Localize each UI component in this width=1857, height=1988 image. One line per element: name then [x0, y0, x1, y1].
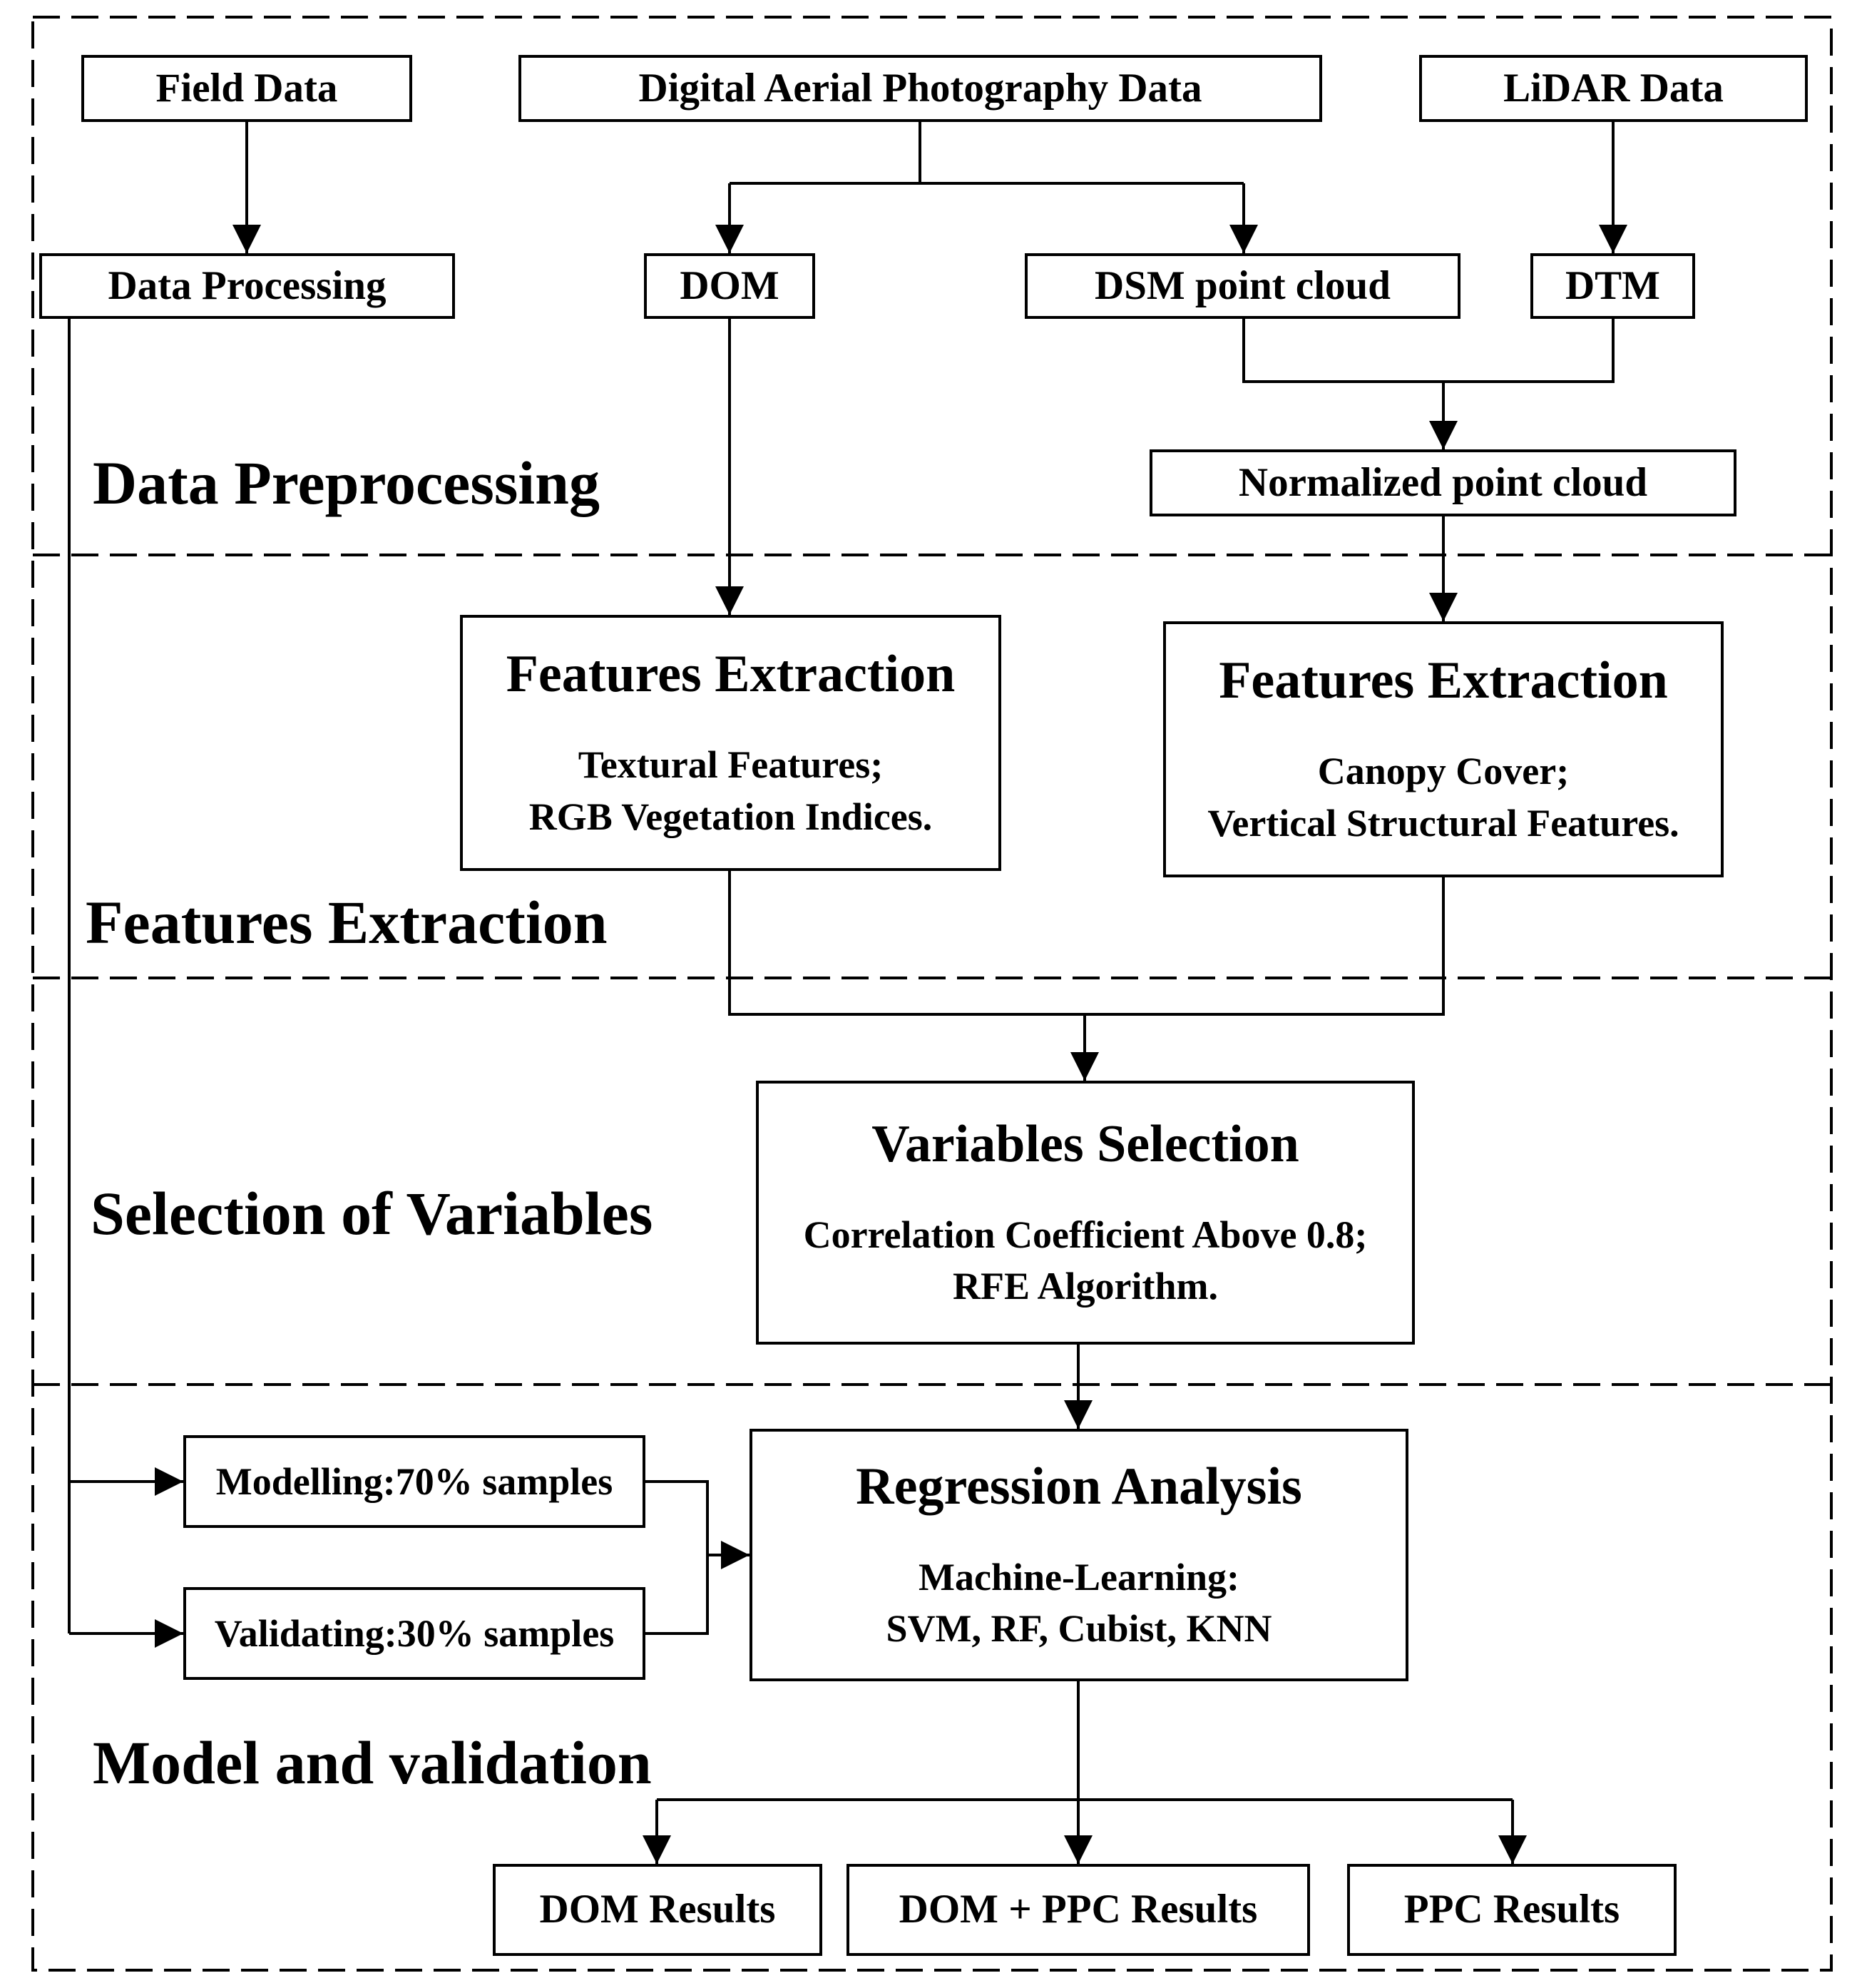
- features-extraction-dom-box: Features Extraction Textural Features; R…: [460, 615, 1001, 871]
- data-processing-label: Data Processing: [108, 262, 387, 308]
- connector-dsm-dtm-merge: [1242, 319, 1615, 383]
- dsm-box: DSM point cloud: [1025, 253, 1460, 319]
- section-label-model: Model and validation: [93, 1728, 652, 1797]
- normalized-point-cloud-box: Normalized point cloud: [1150, 449, 1736, 516]
- variables-line2: RFE Algorithm.: [953, 1265, 1218, 1308]
- outer-dashed-frame: [31, 16, 1833, 1972]
- data-processing-box: Data Processing: [39, 253, 455, 319]
- ppc-results-label: PPC Results: [1403, 1887, 1620, 1932]
- lidar-data-box: LiDAR Data: [1419, 55, 1808, 122]
- regression-line1: Machine-Learning:: [919, 1555, 1239, 1599]
- variables-selection-box: Variables Selection Correlation Coeffici…: [756, 1081, 1415, 1345]
- regression-line2: SVM, RF, Cubist, KNN: [886, 1607, 1272, 1651]
- features-extraction-lidar-box: Features Extraction Canopy Cover; Vertic…: [1163, 621, 1724, 877]
- features-lidar-line2: Vertical Structural Features.: [1207, 801, 1679, 845]
- aerial-data-label: Digital Aerial Photography Data: [638, 65, 1202, 111]
- modelling-label: Modelling:70% samples: [215, 1459, 613, 1503]
- field-data-box: Field Data: [81, 55, 412, 122]
- features-lidar-title: Features Extraction: [1219, 651, 1668, 710]
- section-label-extraction: Features Extraction: [86, 888, 608, 957]
- features-dom-title: Features Extraction: [506, 645, 956, 704]
- variables-line1: Correlation Coefficient Above 0.8;: [803, 1213, 1368, 1256]
- regression-title: Regression Analysis: [856, 1457, 1302, 1516]
- aerial-data-box: Digital Aerial Photography Data: [518, 55, 1322, 122]
- dom-box: DOM: [644, 253, 815, 319]
- features-dom-line2: RGB Vegetation Indices.: [528, 795, 933, 838]
- features-lidar-line1: Canopy Cover;: [1317, 750, 1570, 792]
- section-label-preprocessing: Data Preprocessing: [93, 449, 600, 517]
- validating-label: Validating:30% samples: [214, 1611, 615, 1655]
- normalized-point-cloud-label: Normalized point cloud: [1238, 459, 1648, 505]
- dom-ppc-results-label: DOM + PPC Results: [899, 1887, 1258, 1932]
- features-dom-line1: Textural Features;: [578, 743, 884, 786]
- connector-samples-merge: [645, 1480, 709, 1635]
- variables-title: Variables Selection: [871, 1114, 1299, 1173]
- field-data-label: Field Data: [155, 65, 338, 111]
- section-label-selection: Selection of Variables: [91, 1179, 653, 1248]
- ppc-results-box: PPC Results: [1347, 1864, 1677, 1956]
- lidar-data-label: LiDAR Data: [1503, 65, 1724, 111]
- validating-box: Validating:30% samples: [183, 1587, 645, 1680]
- dom-results-label: DOM Results: [539, 1887, 776, 1932]
- regression-analysis-box: Regression Analysis Machine-Learning: SV…: [750, 1429, 1408, 1681]
- dtm-label: DTM: [1565, 262, 1660, 308]
- dom-ppc-results-box: DOM + PPC Results: [846, 1864, 1310, 1956]
- dom-label: DOM: [680, 262, 779, 308]
- connector-features-merge: [728, 871, 1445, 1016]
- dom-results-box: DOM Results: [493, 1864, 822, 1956]
- dsm-label: DSM point cloud: [1095, 262, 1391, 308]
- dtm-box: DTM: [1530, 253, 1695, 319]
- modelling-box: Modelling:70% samples: [183, 1435, 645, 1528]
